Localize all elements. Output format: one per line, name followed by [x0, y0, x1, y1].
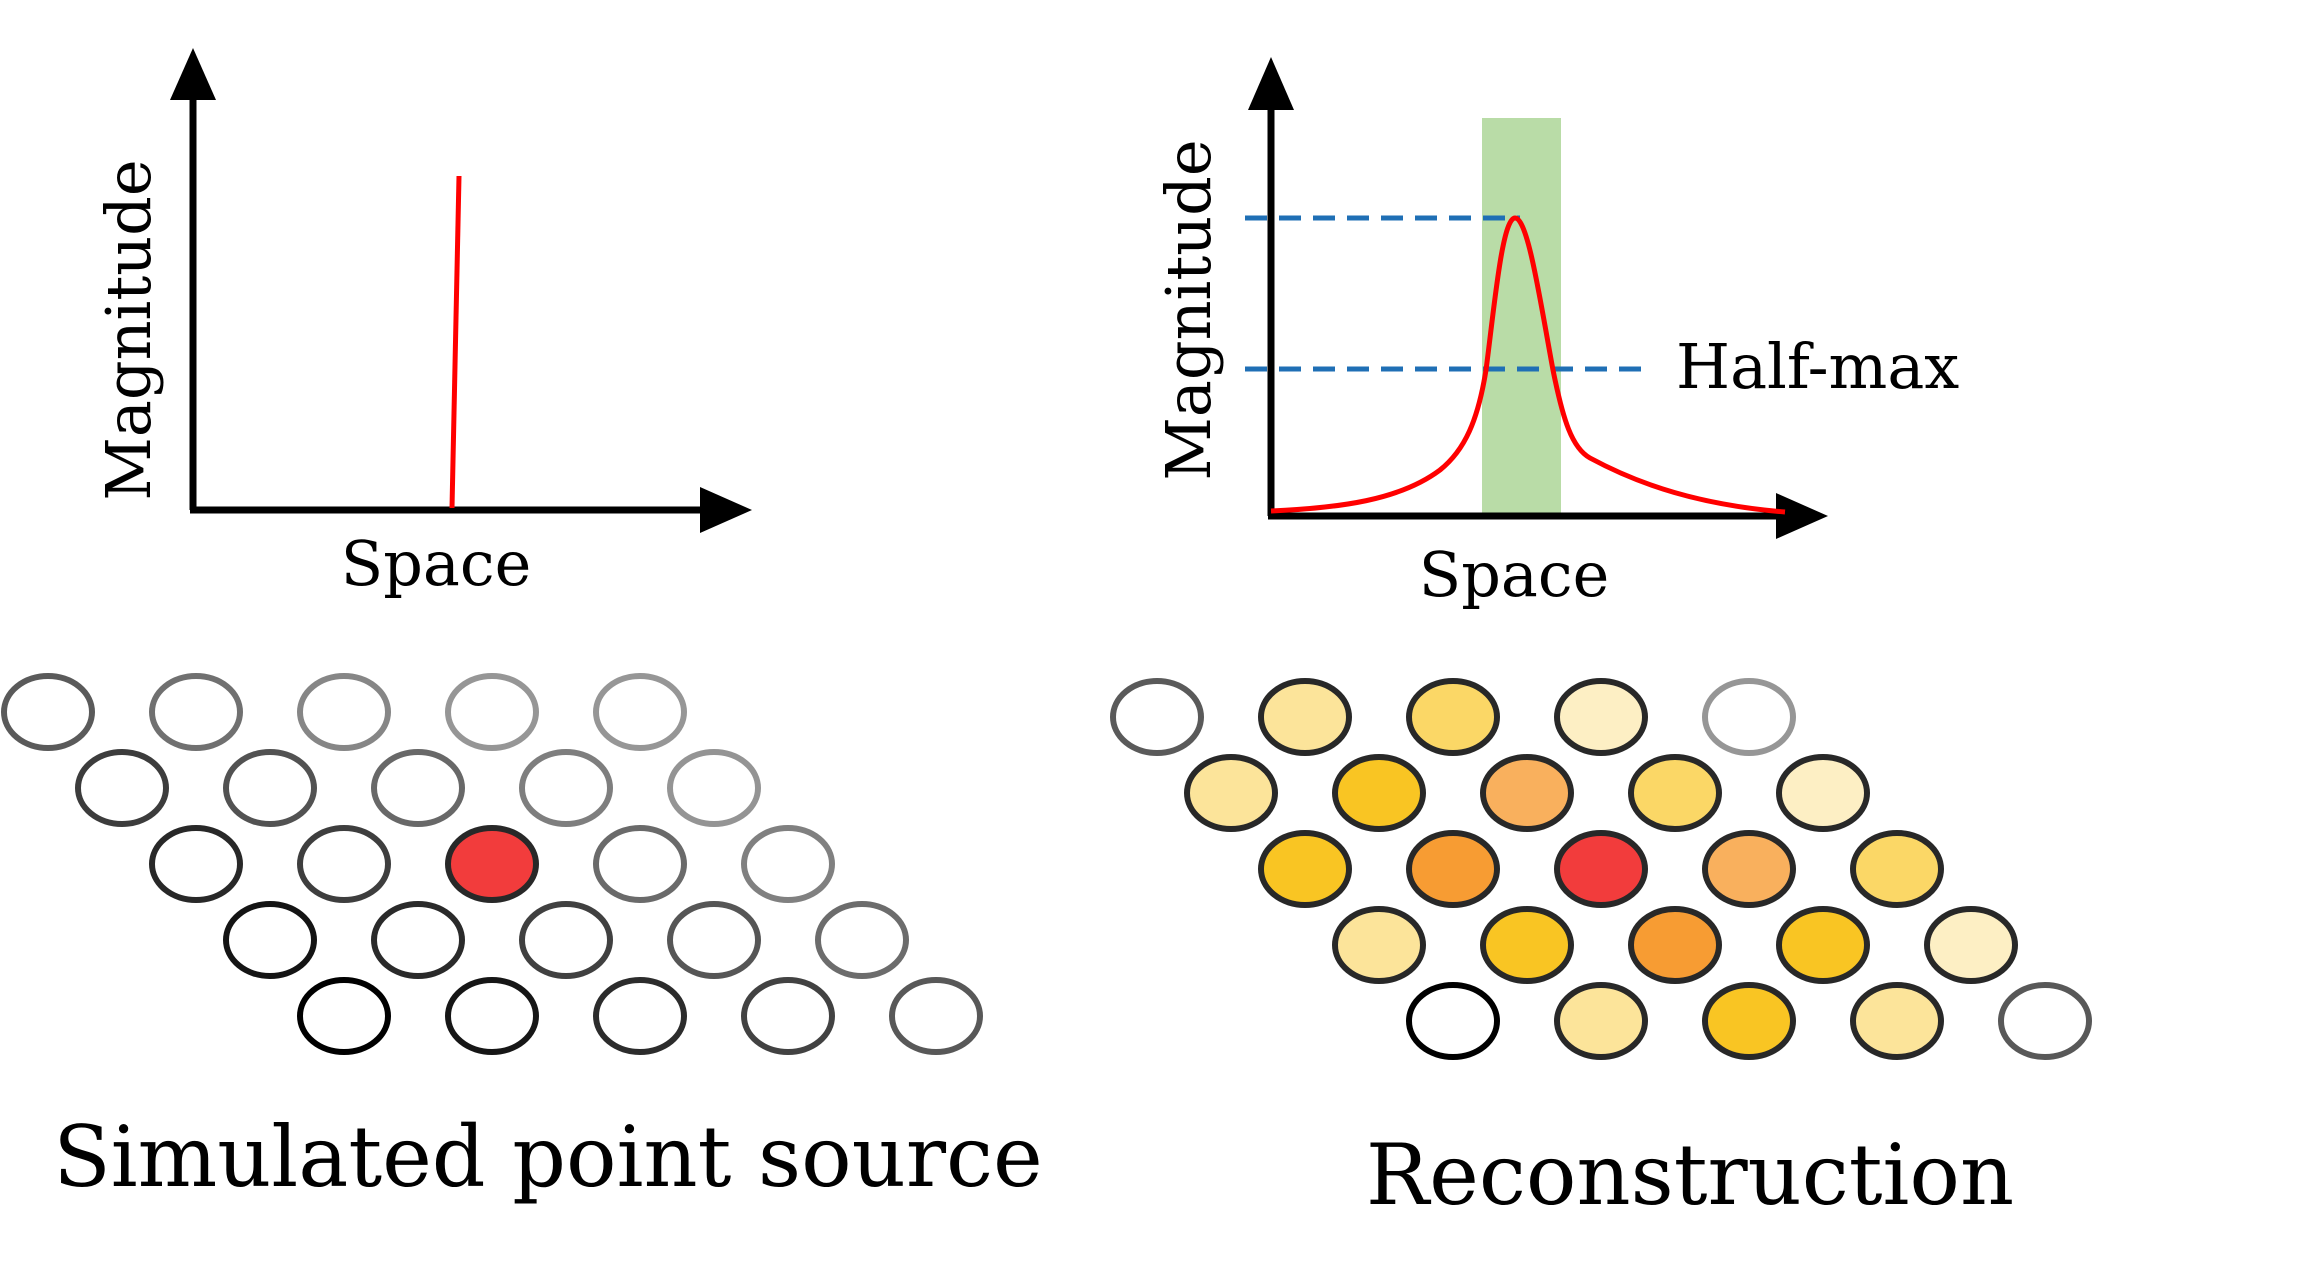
detector-cell-r4-c4: [889, 977, 983, 1055]
detector-cell-r3-c2: [1628, 906, 1722, 984]
detector-cell-r1-c3: [519, 749, 613, 827]
detector-cell-r1-c1: [1332, 754, 1426, 832]
right-x-arrowhead: [1776, 493, 1828, 539]
detector-cell-r2-c4: [741, 825, 835, 903]
detector-cell-r3-c4: [815, 901, 909, 979]
detector-cell-r2-c1: [1406, 830, 1500, 908]
detector-cell-r4-c0: [1406, 982, 1500, 1060]
detector-cell-r2-c1: [297, 825, 391, 903]
right-y-arrowhead: [1248, 57, 1294, 110]
detector-cell-r1-c4: [667, 749, 761, 827]
detector-cell-r0-c2: [1406, 678, 1500, 756]
detector-cell-r4-c1: [1554, 982, 1648, 1060]
detector-cell-r0-c1: [1258, 678, 1352, 756]
detector-cell-r1-c3: [1628, 754, 1722, 832]
detector-cell-r3-c4: [1924, 906, 2018, 984]
detector-cell-r0-c0: [1, 673, 95, 751]
detector-cell-r2-c0: [149, 825, 243, 903]
right-detector-grid: [1110, 678, 2092, 1060]
detector-cell-r0-c1: [149, 673, 243, 751]
detector-cell-r4-c2: [593, 977, 687, 1055]
detector-cell-r0-c2: [297, 673, 391, 751]
detector-cell-r2-c2: [445, 825, 539, 903]
detector-cell-r0-c3: [445, 673, 539, 751]
detector-cell-r1-c1: [223, 749, 317, 827]
detector-cell-r0-c0: [1110, 678, 1204, 756]
detector-cell-r4-c4: [1998, 982, 2092, 1060]
detector-cell-r4-c2: [1702, 982, 1796, 1060]
right-xlabel: Space: [1419, 538, 1610, 611]
reconstruction-curve: [1270, 215, 1786, 515]
detector-cell-r2-c0: [1258, 830, 1352, 908]
detector-cell-r3-c1: [371, 901, 465, 979]
detector-cell-r3-c1: [1480, 906, 1574, 984]
detector-cell-r3-c0: [223, 901, 317, 979]
detector-cell-r4-c3: [741, 977, 835, 1055]
detector-cell-r2-c3: [593, 825, 687, 903]
detector-cell-r1-c2: [371, 749, 465, 827]
right-plot: Half-max Magnitude Space: [1152, 57, 1959, 611]
left-ylabel: Magnitude: [92, 159, 165, 500]
detector-cell-r3-c3: [667, 901, 761, 979]
detector-cell-r3-c3: [1776, 906, 1870, 984]
detector-cell-r4-c1: [445, 977, 539, 1055]
detector-cell-r3-c2: [519, 901, 613, 979]
delta-spike: [449, 175, 462, 509]
detector-cell-r0-c4: [1702, 678, 1796, 756]
half-max-label: Half-max: [1676, 330, 1959, 403]
detector-cell-r1-c0: [75, 749, 169, 827]
detector-cell-r2-c3: [1702, 830, 1796, 908]
detector-cell-r4-c3: [1850, 982, 1944, 1060]
left-plot: Magnitude Space: [92, 48, 752, 600]
detector-cell-r2-c2: [1554, 830, 1648, 908]
left-caption: Simulated point source: [53, 1108, 1043, 1206]
detector-cell-r1-c2: [1480, 754, 1574, 832]
left-detector-grid: [1, 673, 983, 1055]
right-ylabel: Magnitude: [1152, 139, 1225, 480]
detector-cell-r0-c3: [1554, 678, 1648, 756]
left-x-arrowhead: [700, 487, 752, 533]
left-xlabel: Space: [341, 527, 532, 600]
detector-cell-r4-c0: [297, 977, 391, 1055]
detector-cell-r2-c4: [1850, 830, 1944, 908]
right-caption: Reconstruction: [1366, 1126, 2014, 1224]
detector-cell-r1-c4: [1776, 754, 1870, 832]
detector-cell-r0-c4: [593, 673, 687, 751]
left-y-arrowhead: [170, 48, 216, 100]
detector-cell-r1-c0: [1184, 754, 1278, 832]
detector-cell-r3-c0: [1332, 906, 1426, 984]
